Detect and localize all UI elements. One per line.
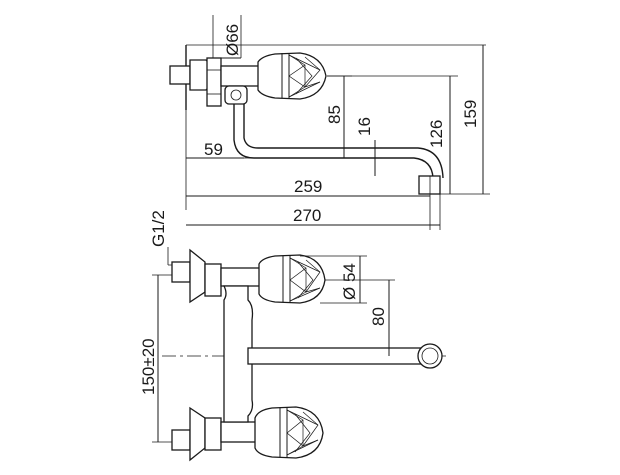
- top-knob-facets: [289, 257, 321, 302]
- top-nut: [204, 263, 222, 297]
- label-150: 150±20: [139, 338, 158, 395]
- spout-inner: [243, 104, 444, 179]
- spout-front: [247, 347, 427, 365]
- label-59: 59: [204, 140, 223, 159]
- aerator: [418, 175, 441, 195]
- bottom-nut: [204, 417, 222, 451]
- label-80: 80: [369, 307, 388, 326]
- nut: [206, 57, 222, 107]
- label-270: 270: [293, 206, 321, 225]
- label-126: 126: [427, 120, 446, 148]
- label-diameter-54: Ø 54: [340, 263, 359, 300]
- swivel-ring: [230, 89, 242, 101]
- knob-crystal-facets: [288, 54, 321, 98]
- label-16: 16: [355, 117, 374, 136]
- label-159: 159: [461, 100, 480, 128]
- label-259: 259: [294, 177, 322, 196]
- bottom-inlet-pipe: [171, 429, 191, 451]
- swivel-joint: [224, 85, 248, 105]
- bottom-knob-facets: [286, 409, 319, 456]
- top-body: [220, 267, 262, 287]
- aerator-front: [417, 343, 443, 369]
- front-view: G1/2 150±20 Ø 54 80: [139, 210, 446, 462]
- label-85: 85: [325, 105, 344, 124]
- knob-side: [257, 52, 327, 100]
- body-riser: [222, 285, 254, 423]
- label-thread: G1/2: [149, 210, 168, 247]
- bottom-knob: [254, 406, 324, 459]
- top-inlet-pipe: [171, 261, 191, 283]
- aerator-inner: [421, 347, 439, 365]
- side-view: Ø66 59 85 16 126 159 259 270: [169, 15, 490, 230]
- bottom-escutcheon: [189, 406, 206, 462]
- inlet-pipe: [169, 65, 191, 85]
- label-diameter-66: Ø66: [223, 24, 242, 56]
- top-escutcheon: [189, 248, 206, 304]
